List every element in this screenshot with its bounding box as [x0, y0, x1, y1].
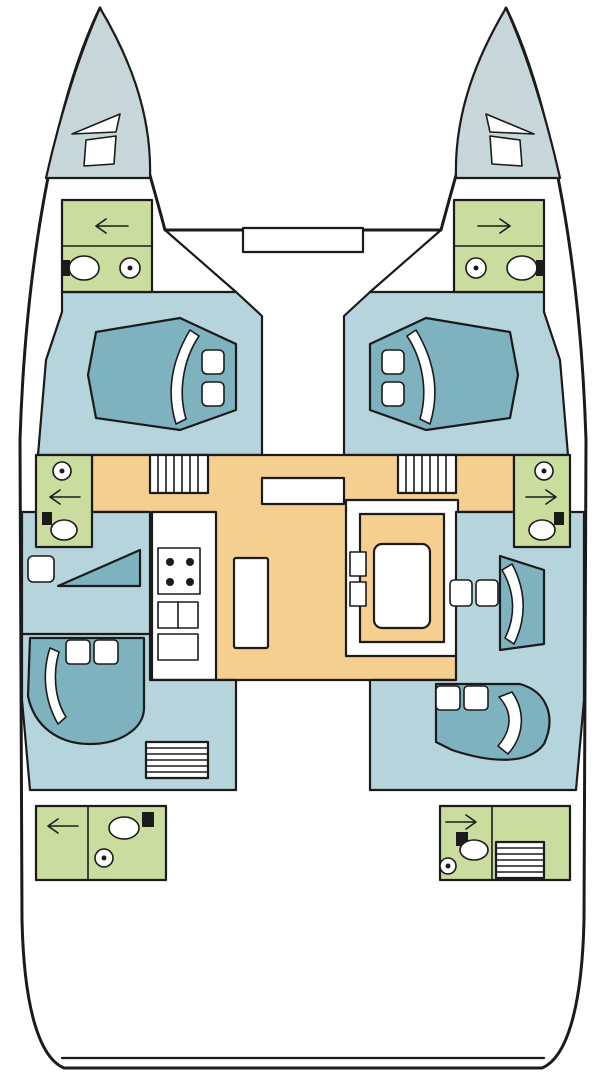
toilet-tank-icon [62, 260, 70, 276]
port-foredeck [44, 6, 152, 180]
toilet-icon [528, 519, 556, 541]
port-bow-hatch-flap [71, 113, 121, 135]
salon [90, 453, 516, 682]
starboard-inner-hull-line [368, 228, 443, 294]
starboard-hull-stair-treads [495, 847, 545, 873]
dinette-cushion-1 [349, 551, 367, 577]
port-mid-bathroom [34, 453, 94, 549]
starboard-forward-pillow-2 [381, 381, 405, 407]
port-inner-hull-line [163, 228, 238, 294]
sink-drain-icon [473, 265, 479, 271]
galley [150, 510, 218, 682]
starboard-forward-cabin [342, 290, 570, 457]
toilet-tank-icon [536, 260, 544, 276]
starboard-companionway-stair-treads [405, 454, 447, 494]
sink-drain-icon [59, 468, 65, 474]
port-aft-pillow-1 [65, 639, 91, 665]
port-forward-cabin [36, 290, 264, 457]
starboard-aft-bathroom [438, 804, 572, 882]
port-aft-bathroom [34, 804, 168, 882]
port-single-berth [56, 548, 142, 588]
starboard-aft-bed-blanket [497, 691, 523, 755]
stove-burner-icon [186, 558, 194, 566]
entry-arrow-right-icon [525, 489, 557, 505]
port-aft-bed-blanket [44, 647, 67, 725]
entry-arrow-right-icon [445, 814, 477, 830]
port-foredeck-area [44, 6, 152, 180]
stove-burner-icon [166, 558, 174, 566]
starboard-mid-berth-blanket [501, 563, 524, 645]
toilet-icon [50, 519, 78, 541]
port-forward-pillow-2 [201, 381, 225, 407]
anchor-locker-notch [241, 226, 365, 254]
salon-table [232, 556, 270, 650]
sink-drain-icon [127, 265, 133, 271]
toilet-icon [459, 839, 489, 861]
sink-drain-icon [101, 855, 107, 861]
entry-arrow-left-icon [47, 818, 79, 834]
starboard-forward-pillow-1 [381, 349, 405, 375]
entry-arrow-right-icon [477, 218, 511, 234]
toilet-tank-icon [142, 812, 154, 827]
toilet-tank-icon [42, 512, 52, 525]
starboard-aft-pillow-1 [435, 685, 461, 711]
toilet-icon [108, 816, 140, 840]
galley-worktop [157, 633, 199, 661]
toilet-tank-icon [554, 512, 564, 525]
starboard-forward-bed [368, 316, 520, 432]
sink-drain-icon [541, 468, 547, 474]
entry-arrow-left-icon [95, 218, 129, 234]
starboard-mid-bathroom [512, 453, 572, 549]
starboard-forward-bed-blanket [406, 329, 436, 425]
port-forward-bed [86, 316, 238, 432]
sink-drain-icon [445, 863, 451, 869]
port-forward-bed-blanket [170, 329, 200, 425]
port-single-berth-pillow [27, 555, 55, 583]
port-companionway-stair-treads [157, 454, 199, 494]
starboard-foredeck [454, 6, 562, 180]
starboard-bow-hatch [489, 135, 523, 167]
starboard-bow-hatch-flap [485, 113, 535, 135]
stove-burner-icon [186, 578, 194, 586]
port-bow-hatch [83, 135, 117, 167]
dinette-table [372, 542, 432, 630]
starboard-aft-cabin [368, 510, 586, 792]
dinette [344, 498, 460, 658]
starboard-mid-pillow-2 [475, 579, 499, 607]
starboard-mid-pillow-1 [449, 579, 473, 607]
port-hull-stair-treads [145, 747, 209, 773]
starboard-aft-pillow-2 [463, 685, 489, 711]
port-aft-cabin [20, 510, 238, 792]
port-forward-pillow-1 [201, 349, 225, 375]
port-forward-bathroom [60, 198, 154, 294]
starboard-foredeck-area [454, 6, 562, 180]
toilet-icon [506, 255, 538, 281]
port-aft-pillow-2 [93, 639, 119, 665]
stove-burner-icon [166, 578, 174, 586]
toilet-icon [68, 255, 100, 281]
dinette-cushion-2 [349, 581, 367, 607]
starboard-forward-bathroom [452, 198, 546, 294]
mast-skylight [260, 476, 346, 506]
entry-arrow-left-icon [49, 489, 81, 505]
stove-top [157, 547, 201, 595]
